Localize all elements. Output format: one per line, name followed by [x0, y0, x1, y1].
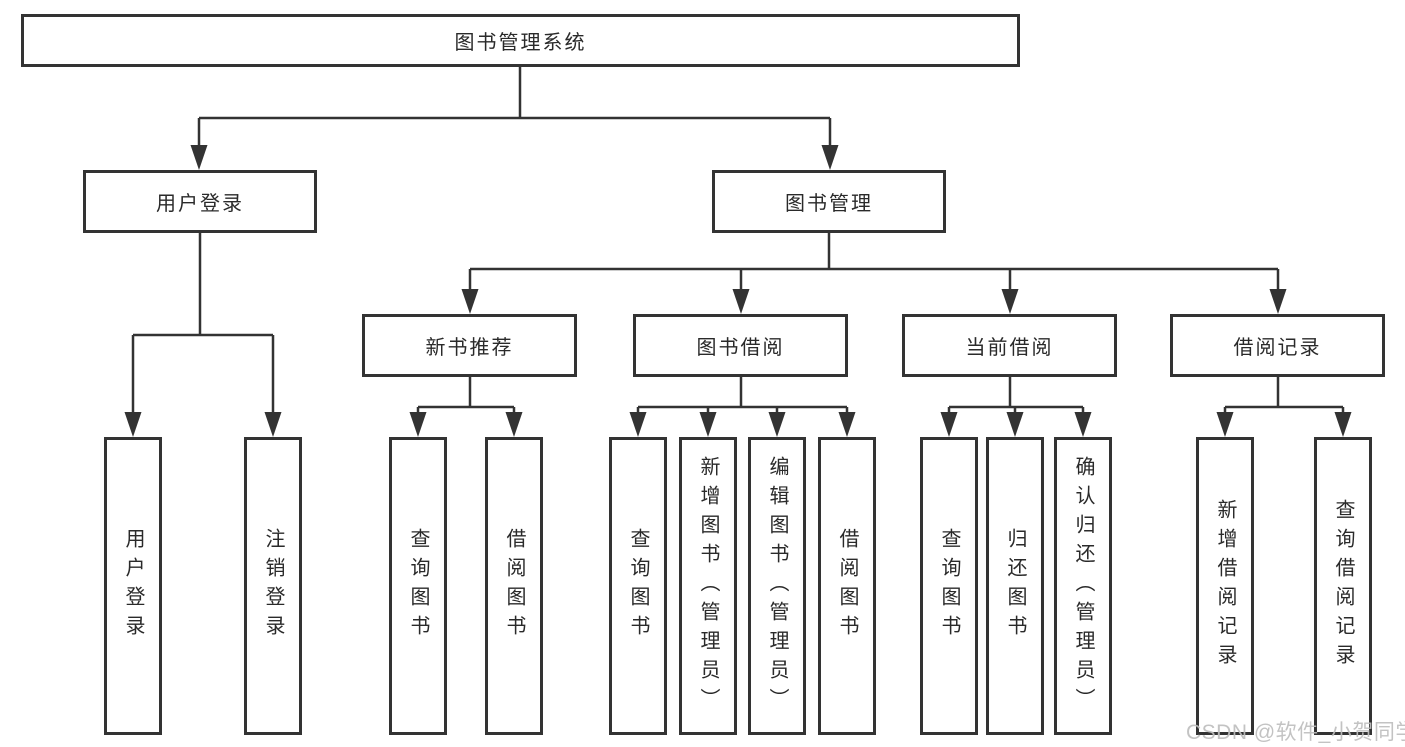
leaf-new-book-borrow-books-label: 借阅图书: [503, 528, 525, 644]
connector-root-to-level2: [197, 67, 832, 150]
leaf-record-query-borrow-record: 查询借阅记录: [1314, 437, 1372, 735]
leaf-record-query-borrow-record-label: 查询借阅记录: [1332, 499, 1354, 673]
leaf-current-return-books-label: 归还图书: [1004, 528, 1026, 644]
leaf-new-book-query-books-label: 查询图书: [407, 528, 429, 644]
leaf-logout: 注销登录: [244, 437, 302, 735]
leaf-borrow-query-books: 查询图书: [609, 437, 667, 735]
arrowheads-user-login-group: [124, 412, 282, 437]
node-root-system-label: 图书管理系统: [454, 32, 587, 54]
csdn-watermark: CSDN @软件_小贺同学: [1186, 721, 1405, 744]
connector-book-management-to-level3: [468, 233, 1280, 294]
leaf-borrow-borrow-books-label: 借阅图书: [836, 528, 858, 644]
leaf-borrow-query-books-label: 查询图书: [627, 528, 649, 644]
connector-user-login-group: [131, 233, 275, 420]
node-current-borrow: 当前借阅: [902, 314, 1117, 377]
node-user-login: 用户登录: [83, 170, 317, 233]
connector-borrow-record-group: [1223, 377, 1345, 420]
node-borrow-records: 借阅记录: [1170, 314, 1385, 377]
arrowheads-level2: [190, 145, 839, 170]
leaf-borrow-add-books-admin-label: 新增图书（管理员）: [697, 455, 719, 717]
leaf-current-confirm-return-admin-label: 确认归还（管理员）: [1072, 455, 1094, 717]
arrowheads-borrow-record-group: [1216, 412, 1352, 437]
connector-book-borrow-group: [636, 377, 849, 420]
node-book-borrow: 图书借阅: [633, 314, 848, 377]
node-new-book-recommend: 新书推荐: [362, 314, 577, 377]
node-book-management: 图书管理: [712, 170, 946, 233]
arrowheads-current-borrow-group: [940, 412, 1092, 437]
arrowheads-new-book-group: [409, 412, 523, 437]
node-book-borrow-label: 图书借阅: [696, 337, 785, 359]
node-root-system: 图书管理系统: [21, 14, 1020, 67]
node-current-borrow-label: 当前借阅: [965, 337, 1054, 359]
leaf-current-query-books-label: 查询图书: [938, 528, 960, 644]
leaf-current-return-books: 归还图书: [986, 437, 1044, 735]
leaf-logout-label: 注销登录: [262, 528, 284, 644]
connector-new-book-group: [416, 377, 516, 420]
leaf-user-login-label: 用户登录: [122, 528, 144, 644]
leaf-user-login: 用户登录: [104, 437, 162, 735]
node-user-login-label: 用户登录: [156, 193, 244, 215]
node-book-management-label: 图书管理: [785, 193, 873, 215]
leaf-new-book-query-books: 查询图书: [389, 437, 447, 735]
leaf-borrow-borrow-books: 借阅图书: [818, 437, 876, 735]
leaf-borrow-edit-books-admin: 编辑图书（管理员）: [748, 437, 806, 735]
leaf-current-query-books: 查询图书: [920, 437, 978, 735]
leaf-record-add-borrow-record: 新增借阅记录: [1196, 437, 1254, 735]
node-borrow-records-label: 借阅记录: [1233, 337, 1322, 359]
leaf-borrow-edit-books-admin-label: 编辑图书（管理员）: [766, 455, 788, 717]
leaf-current-confirm-return-admin: 确认归还（管理员）: [1054, 437, 1112, 735]
leaf-borrow-add-books-admin: 新增图书（管理员）: [679, 437, 737, 735]
arrowheads-book-borrow-group: [629, 412, 856, 437]
arrowheads-level3: [461, 289, 1287, 314]
node-new-book-recommend-label: 新书推荐: [425, 337, 514, 359]
leaf-record-add-borrow-record-label: 新增借阅记录: [1214, 499, 1236, 673]
leaf-new-book-borrow-books: 借阅图书: [485, 437, 543, 735]
